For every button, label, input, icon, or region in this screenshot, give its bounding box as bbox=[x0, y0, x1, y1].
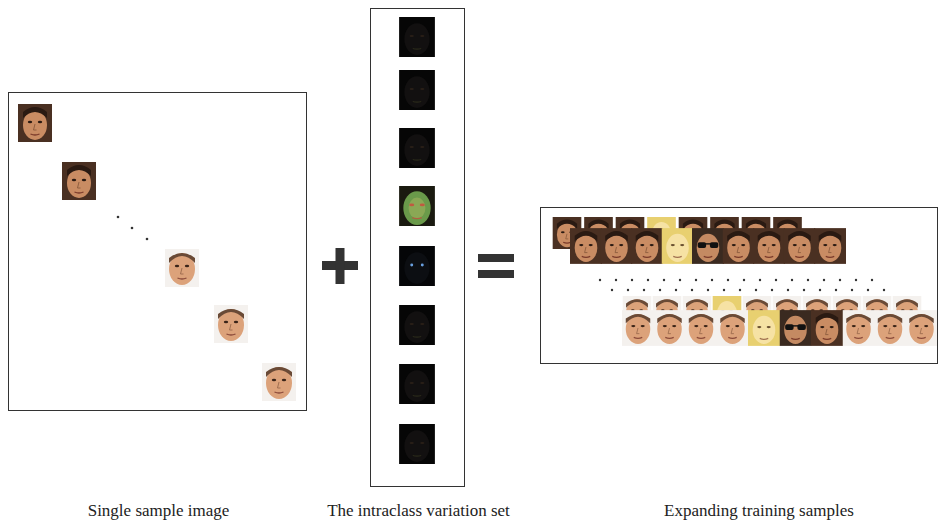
face-thumbnail bbox=[780, 310, 812, 346]
variation-image bbox=[399, 17, 435, 57]
face-thumbnail bbox=[784, 228, 816, 264]
face-thumbnail bbox=[814, 228, 846, 264]
plus-sign bbox=[322, 248, 358, 284]
face-thumbnail bbox=[843, 310, 875, 346]
variation-image bbox=[399, 424, 435, 464]
variation-image bbox=[399, 364, 435, 404]
face-thumbnail bbox=[662, 228, 694, 264]
face-thumbnail bbox=[717, 310, 749, 346]
variation-image bbox=[399, 305, 435, 345]
face-thumbnail bbox=[723, 228, 755, 264]
face-thumbnail bbox=[570, 228, 602, 264]
face-thumbnail bbox=[654, 310, 686, 346]
ellipsis-dot bbox=[131, 227, 134, 230]
face-thumbnail bbox=[753, 228, 785, 264]
ellipsis-dots bbox=[599, 279, 885, 291]
face-thumbnail bbox=[601, 228, 633, 264]
face-thumbnail bbox=[631, 228, 663, 264]
variation-image bbox=[399, 128, 435, 168]
face-thumbnail bbox=[692, 228, 724, 264]
image-panel: Single sample image bbox=[8, 92, 307, 411]
face-thumbnail bbox=[622, 310, 654, 346]
variation-image bbox=[399, 70, 435, 110]
face-thumbnail bbox=[906, 310, 938, 346]
face-thumbnail bbox=[748, 310, 780, 346]
face-thumbnail bbox=[685, 310, 717, 346]
face-thumbnail bbox=[214, 305, 248, 343]
ellipsis-dot bbox=[117, 216, 120, 219]
panel-caption: Expanding training samples bbox=[664, 501, 854, 521]
equals-sign bbox=[478, 254, 514, 278]
panel-caption: The intraclass variation set bbox=[327, 501, 510, 521]
image-panel: The intraclass variation set bbox=[370, 8, 465, 487]
face-thumbnail bbox=[262, 363, 296, 401]
image-panel: Expanding training samples bbox=[540, 207, 938, 364]
face-thumbnail bbox=[62, 162, 96, 200]
face-thumbnail bbox=[811, 310, 843, 346]
face-thumbnail bbox=[18, 104, 52, 142]
panel-caption: Single sample image bbox=[88, 501, 230, 521]
variation-image bbox=[399, 246, 435, 286]
variation-image bbox=[399, 186, 435, 226]
ellipsis-dot bbox=[146, 238, 149, 241]
face-thumbnail bbox=[874, 310, 906, 346]
face-thumbnail bbox=[165, 249, 199, 287]
